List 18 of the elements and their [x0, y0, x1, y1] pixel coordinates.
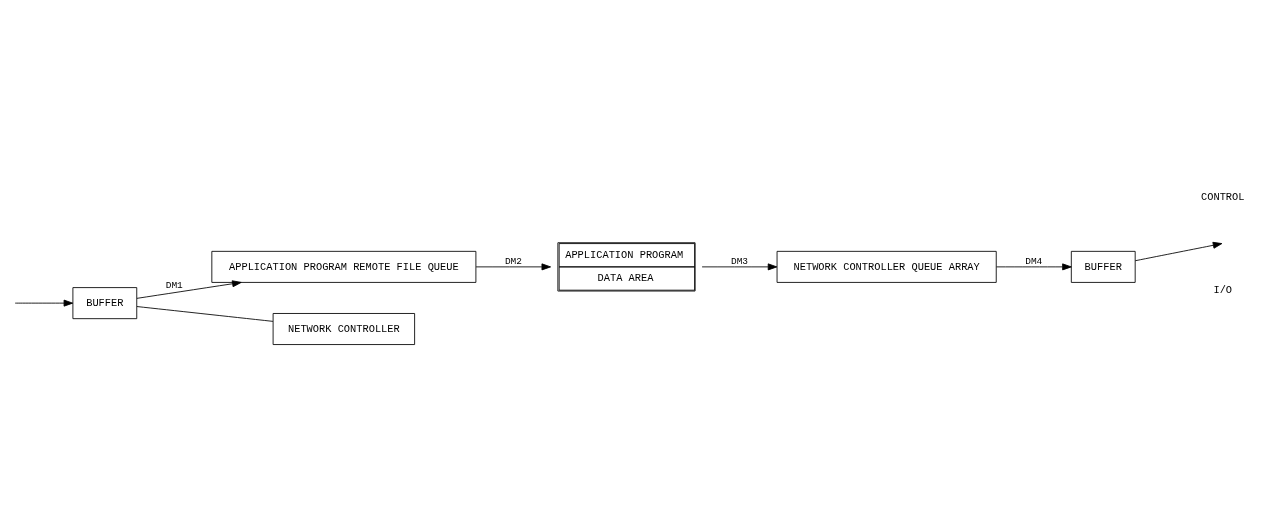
node-box: BUFFER: [1070, 250, 1136, 283]
edge-label: DM4: [1025, 255, 1043, 267]
arrow: [475, 262, 552, 270]
arrow: [701, 262, 778, 270]
node-box: NETWORK CONTROLLER QUEUE ARRAY: [776, 250, 997, 283]
arrow: [14, 299, 74, 307]
label: CONTROL: [1201, 190, 1245, 203]
node-box: BUFFER: [72, 286, 138, 319]
edge-label: DM1: [165, 279, 183, 291]
arrow: [996, 262, 1072, 270]
connector: [136, 305, 274, 322]
label: I/O: [1213, 283, 1233, 296]
edge-label: DM2: [504, 255, 522, 267]
edge-label: DM3: [730, 255, 749, 267]
node-box: NETWORK CONTROLLER: [272, 312, 416, 345]
arrow: [136, 279, 242, 299]
node-box: APPLICATION PROGRAM REMOTE FILE QUEUE: [211, 250, 477, 283]
arrow: [1134, 241, 1223, 261]
